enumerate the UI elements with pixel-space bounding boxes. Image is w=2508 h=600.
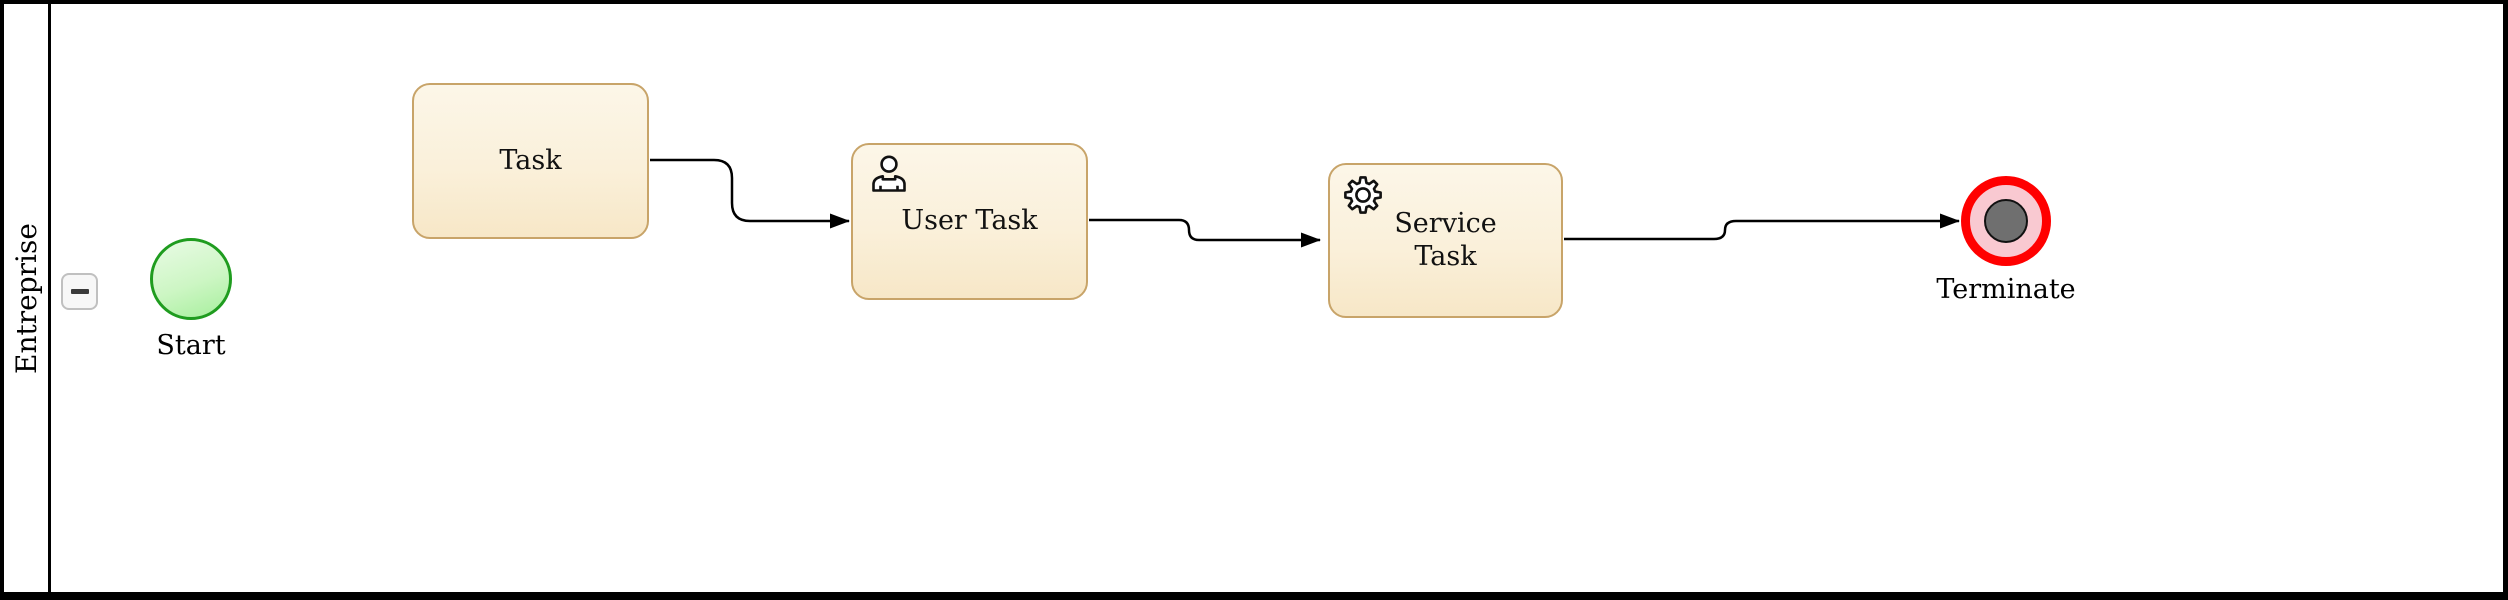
start-event[interactable] bbox=[150, 238, 232, 320]
sequence-flow-task-to-user-task[interactable] bbox=[650, 158, 850, 229]
sequence-flow-user-task-to-service-task[interactable] bbox=[1089, 218, 1321, 248]
sequence-flow-service-task-to-terminate[interactable] bbox=[1564, 213, 1960, 241]
gear-icon bbox=[1344, 176, 1382, 214]
terminate-event-label: Terminate bbox=[1936, 274, 2076, 305]
service-task-label: Service Task bbox=[1394, 208, 1497, 272]
user-icon bbox=[872, 155, 906, 192]
service-task-node[interactable]: Service Task bbox=[1328, 163, 1563, 318]
terminate-end-event[interactable] bbox=[1961, 176, 2051, 266]
pool-label: Entreprise bbox=[9, 222, 43, 374]
collapse-button[interactable]: − bbox=[61, 273, 98, 310]
terminate-core-icon bbox=[1984, 199, 2028, 243]
pool-header[interactable]: Entreprise bbox=[4, 4, 48, 592]
user-task-node[interactable]: User Task bbox=[851, 143, 1088, 300]
task-label: Task bbox=[499, 144, 562, 176]
user-task-label: User Task bbox=[901, 205, 1038, 237]
task-node[interactable]: Task bbox=[412, 83, 649, 239]
start-event-label: Start bbox=[156, 330, 226, 361]
lane-header-divider bbox=[48, 0, 51, 600]
minus-icon bbox=[70, 289, 89, 294]
